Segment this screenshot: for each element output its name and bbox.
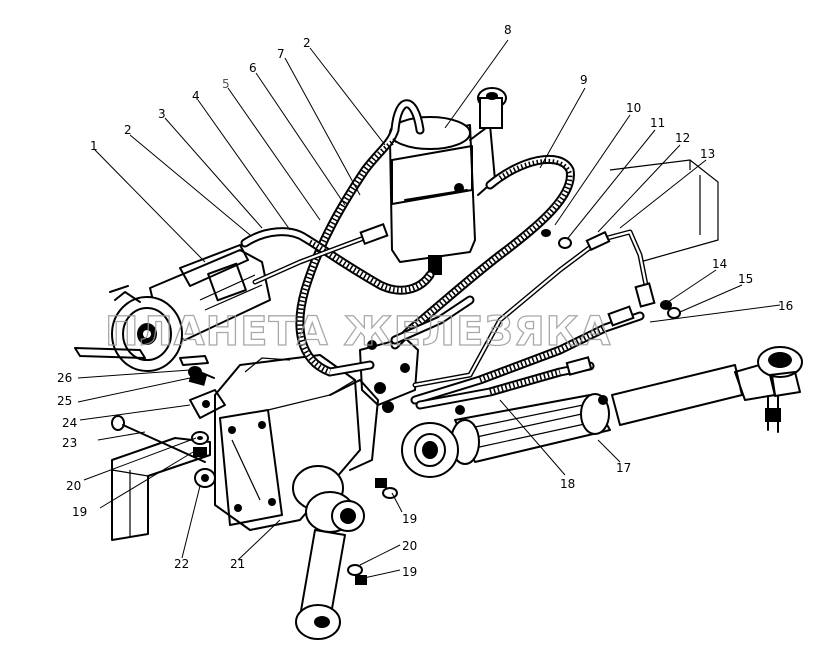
nut-19	[193, 447, 207, 457]
callout-labels: 1 2 3 4 5 6 7 2 8 9 10 11 12 13 14 15 16…	[57, 23, 793, 579]
callout-19-bottom: 19	[402, 565, 417, 579]
callout-6: 6	[249, 61, 257, 75]
callout-25: 25	[57, 394, 72, 408]
callout-14: 14	[712, 257, 727, 271]
leader-lines	[77, 39, 781, 579]
callout-13: 13	[700, 147, 715, 161]
callout-16: 16	[778, 299, 793, 313]
callout-5: 5	[222, 77, 230, 91]
callout-22: 22	[174, 557, 189, 571]
rod-boot	[611, 364, 743, 426]
callout-24: 24	[62, 416, 77, 430]
callout-15: 15	[738, 272, 753, 286]
callout-18: 18	[560, 477, 575, 491]
callout-21: 21	[230, 557, 245, 571]
callout-19-middle: 19	[402, 512, 417, 526]
washer-20	[191, 431, 209, 445]
callout-8: 8	[504, 23, 512, 37]
pump-pulley	[109, 285, 183, 372]
hose-18	[415, 356, 595, 410]
bolt-23	[111, 415, 206, 463]
watermark-text: ПЛАНЕТА ЖЕЛЕЗЯКА	[105, 309, 611, 355]
nut-25	[188, 370, 208, 386]
frame-channel-bracket	[111, 437, 211, 541]
frame-member	[609, 159, 719, 263]
callout-2-top: 2	[303, 36, 311, 50]
callout-4: 4	[192, 89, 200, 103]
callout-17: 17	[616, 461, 631, 475]
fitting-10-11	[541, 229, 572, 249]
hose-14-16	[410, 305, 645, 405]
pump-bracket-arm	[74, 347, 209, 366]
callout-19-left: 19	[72, 505, 87, 519]
callout-7: 7	[277, 47, 285, 61]
callout-10: 10	[626, 101, 641, 115]
pipe-13	[412, 229, 656, 388]
pipe-pressure-6	[252, 222, 389, 285]
pitman-arm	[295, 529, 346, 640]
callout-26: 26	[57, 371, 72, 385]
fitting-14-15	[660, 300, 681, 319]
callout-2-left: 2	[124, 123, 132, 137]
bracket-24	[189, 389, 226, 419]
hose-9-return	[390, 154, 575, 350]
callout-20-right: 20	[402, 539, 417, 553]
tie-rod-end	[734, 346, 803, 433]
callout-11: 11	[650, 116, 665, 130]
steering-gear-housing	[214, 354, 379, 531]
power-cylinder	[401, 393, 611, 478]
callout-12: 12	[675, 131, 690, 145]
hose-pump-suction	[240, 227, 435, 295]
hose-to-valve	[390, 295, 475, 345]
callout-3: 3	[158, 107, 166, 121]
nuts-19-20-right	[347, 478, 398, 585]
spacer-22	[194, 468, 216, 488]
callout-1: 1	[90, 139, 98, 153]
callout-20-left: 20	[66, 479, 81, 493]
callout-9: 9	[580, 73, 588, 87]
output-shaft	[292, 465, 365, 533]
callout-23: 23	[62, 436, 77, 450]
